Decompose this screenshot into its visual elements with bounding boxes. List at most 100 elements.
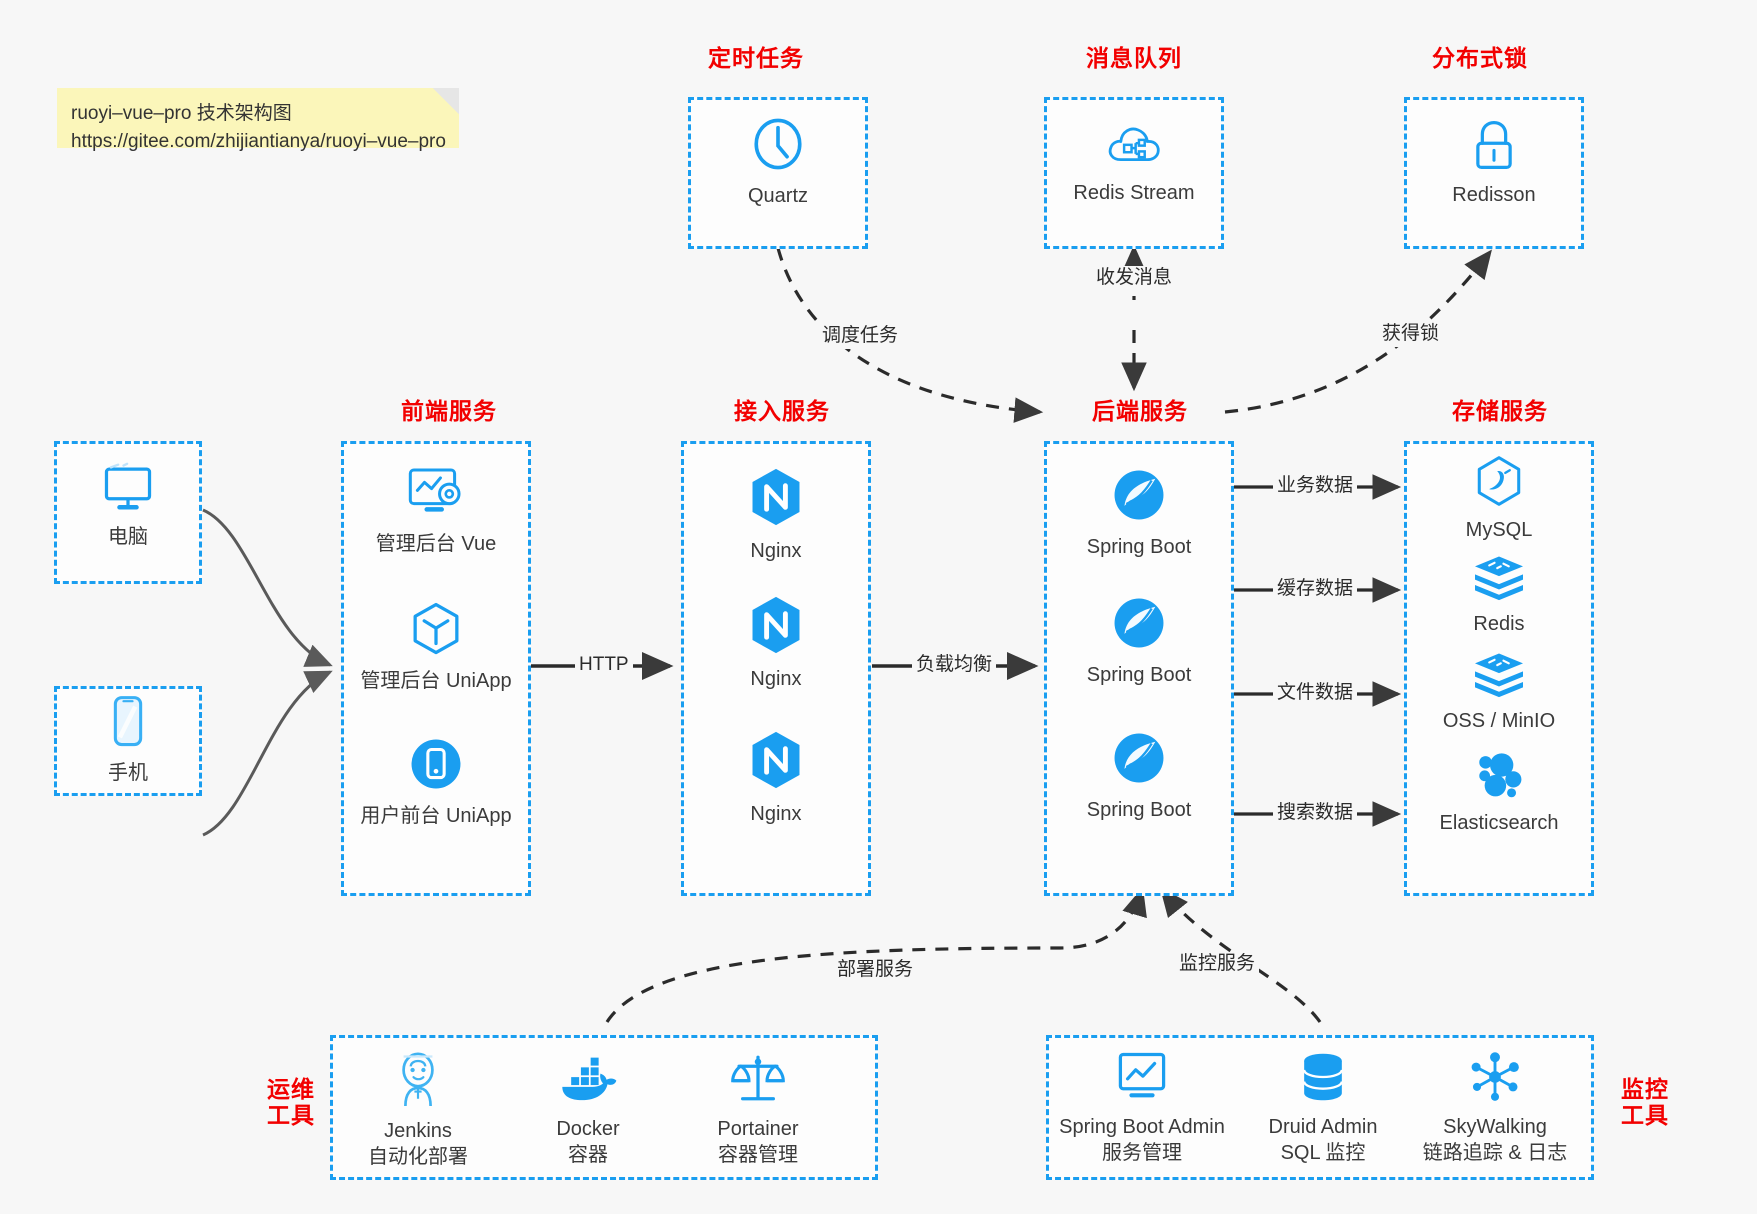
cloud-network-icon [1106,118,1162,175]
edge-label-file-data: 文件数据 [1273,681,1358,706]
node-redis[interactable]: Redis [1404,553,1594,637]
mysql-icon [1473,455,1525,512]
nginx-icon [747,729,805,796]
monitor-chart-icon [1113,1050,1171,1109]
note-fold-corner [433,88,459,114]
node-sublabel: 服务管理 [1102,1142,1182,1164]
node-label: 管理后台 Vue [375,533,497,555]
node-oss-minio[interactable]: OSS / MinIO [1404,650,1594,734]
dashboard-gear-icon [405,465,467,526]
node-jenkins[interactable]: Jenkins 自动化部署 [338,1050,498,1170]
clock-icon [749,115,807,178]
group-title-backend: 后端服务 [1092,398,1188,424]
mq-box [1044,97,1224,249]
group-title-monitor: 监控 工具 [1609,1076,1681,1129]
node-label: MySQL [1465,519,1533,541]
node-mysql[interactable]: MySQL [1404,455,1594,543]
node-spring-boot-1[interactable]: Spring Boot [1044,466,1234,560]
elasticsearch-icon [1472,748,1526,805]
nginx-icon [747,594,805,661]
edge-label-acquire-lock: 获得锁 [1378,322,1444,347]
mobile-icon [108,694,148,755]
group-title-storage: 存储服务 [1452,398,1548,424]
node-label: Docker [556,1118,620,1140]
monitor-title-line-1: 监控 [1621,1076,1669,1102]
node-label: 用户前台 UniApp [360,805,512,827]
spring-icon [1110,466,1168,529]
node-docker[interactable]: Docker 容器 [508,1050,668,1168]
group-title-lock: 分布式锁 [1432,45,1528,71]
node-sublabel: SQL 监控 [1280,1142,1366,1164]
scheduler-box [688,97,868,249]
node-label: Nginx [750,668,802,690]
pc-box [54,441,202,584]
node-sublabel: 容器 [568,1144,608,1166]
note-line-2: https://gitee.com/zhijiantianya/ruoyi–vu… [71,130,446,152]
jenkins-icon [391,1050,445,1113]
node-admin-uniapp[interactable]: 管理后台 UniApp [341,600,531,694]
edge-label-schedule-task: 调度任务 [818,324,903,349]
node-pc[interactable]: 电脑 [54,462,202,550]
node-label: Portainer [717,1118,799,1140]
node-label: Druid Admin [1268,1116,1378,1138]
group-title-frontend: 前端服务 [401,398,497,424]
node-redisson[interactable]: Redisson [1404,118,1584,208]
edge-label-monitor-service: 监控服务 [1175,952,1260,977]
node-skywalking[interactable]: SkyWalking 链路追踪 & 日志 [1404,1050,1586,1166]
lock-icon [1468,118,1520,177]
node-label: Elasticsearch [1439,812,1559,834]
node-sublabel: 容器管理 [718,1144,798,1166]
node-sublabel: 自动化部署 [368,1146,468,1168]
note-line-1: ruoyi–vue–pro 技术架构图 [71,103,292,124]
nodes-graph-icon [1467,1050,1523,1109]
devops-title-line-1: 运维 [267,1076,315,1102]
node-spring-boot-3[interactable]: Spring Boot [1044,729,1234,823]
node-label: Nginx [750,803,802,825]
title-note: ruoyi–vue–pro 技术架构图 https://gitee.com/zh… [57,88,459,152]
node-nginx-3[interactable]: Nginx [681,729,871,827]
edge-label-load-balance: 负载均衡 [912,653,997,678]
group-title-devops: 运维 工具 [255,1076,327,1129]
node-label: Redis Stream [1073,182,1195,204]
node-elasticsearch[interactable]: Elasticsearch [1404,748,1594,836]
node-label: Spring Boot Admin [1059,1116,1225,1138]
node-label: Redis [1473,613,1525,635]
node-user-uniapp[interactable]: 用户前台 UniApp [341,735,531,829]
node-spring-boot-2[interactable]: Spring Boot [1044,594,1234,688]
frontend-box [341,441,531,896]
node-nginx-1[interactable]: Nginx [681,466,871,564]
spring-icon [1110,729,1168,792]
node-label: Spring Boot [1086,664,1192,686]
cube-icon [407,600,465,663]
app-circle-icon [407,735,465,798]
node-portainer[interactable]: Portainer 容器管理 [678,1050,838,1168]
node-spring-boot-admin[interactable]: Spring Boot Admin 服务管理 [1052,1050,1232,1166]
node-label: 手机 [108,762,148,784]
spring-icon [1110,594,1168,657]
node-label: Redisson [1452,184,1536,206]
node-druid-admin[interactable]: Druid Admin SQL 监控 [1248,1050,1398,1166]
nginx-icon [747,466,805,533]
database-icon [1297,1050,1349,1109]
redis-stack-icon [1471,553,1527,606]
node-admin-vue[interactable]: 管理后台 Vue [341,465,531,557]
node-quartz[interactable]: Quartz [688,115,868,209]
node-label: 电脑 [108,526,148,548]
node-redis-stream[interactable]: Redis Stream [1044,118,1224,206]
node-label: 管理后台 UniApp [360,670,512,692]
devops-box [330,1035,878,1180]
edge-label-biz-data: 业务数据 [1273,474,1358,499]
edge-label-send-receive-msg: 收发消息 [1092,266,1177,291]
group-title-scheduler: 定时任务 [708,45,804,71]
edge-label-search-data: 搜索数据 [1273,801,1358,826]
monitor-title-line-2: 工具 [1621,1102,1669,1129]
scales-icon [730,1050,786,1111]
node-phone[interactable]: 手机 [54,694,202,786]
group-title-gateway: 接入服务 [734,398,830,424]
node-nginx-2[interactable]: Nginx [681,594,871,692]
edge-label-http: HTTP [575,653,633,678]
group-title-mq: 消息队列 [1086,45,1182,71]
node-sublabel: 链路追踪 & 日志 [1422,1142,1568,1164]
edge-label-cache-data: 缓存数据 [1273,577,1358,602]
